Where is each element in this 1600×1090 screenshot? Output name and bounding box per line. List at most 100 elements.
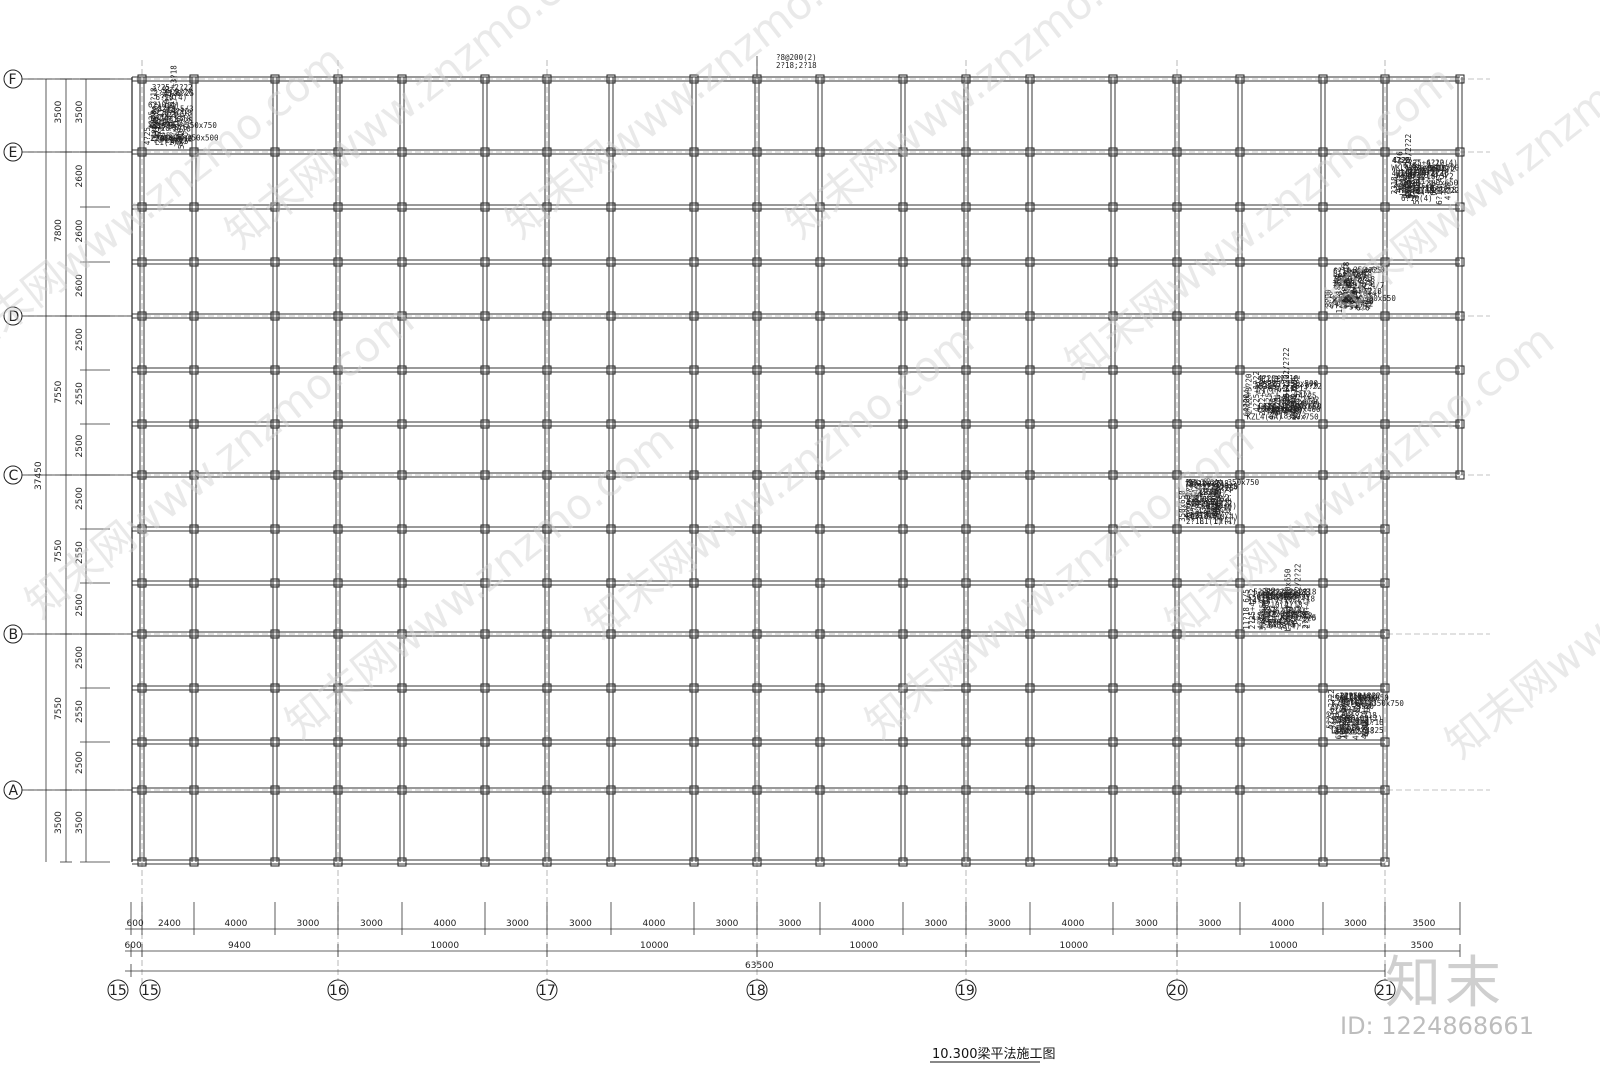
beam-label: 2?20+4?18 (1303, 587, 1312, 628)
beam-label: 6?6 (1211, 495, 1225, 504)
row-axis-label: C (9, 468, 19, 484)
beam-label: 6?18 (1355, 699, 1374, 708)
column-box (137, 737, 147, 747)
column-box (189, 857, 199, 867)
column-box (898, 578, 908, 588)
column-box (189, 578, 199, 588)
left-dim-outer: 7550 (54, 539, 64, 562)
column-box (333, 683, 343, 693)
bottom-dim-2: 9400 (228, 941, 251, 951)
bottom-dim-1: 3000 (1135, 919, 1158, 929)
column-box (689, 470, 699, 480)
beam-label: 5?18 (1429, 164, 1448, 173)
column-box (898, 737, 908, 747)
beam-label: 350x650 (1286, 397, 1318, 406)
column-box (752, 147, 762, 157)
col-axis-bubble (1374, 979, 1396, 1001)
beam-label: 11?20 4/7 (1344, 281, 1385, 290)
bottom-dim-1: 3000 (1344, 919, 1367, 929)
column-box (898, 470, 908, 480)
column-box (333, 857, 343, 867)
bottom-dim-1: 2400 (158, 919, 181, 929)
beam-label: 6?20+1?18 (151, 115, 192, 124)
beam-label: 2?22+3?20 (1244, 373, 1253, 414)
column-box (189, 365, 199, 375)
column-box (1172, 257, 1182, 267)
bottom-dim-1: 3000 (988, 919, 1011, 929)
column-box (1025, 419, 1035, 429)
beam-label: L1(1) (1214, 517, 1237, 526)
beam-label: N6?12 (1346, 284, 1355, 307)
top-note: ?8@200(2)2?18;2?18 (756, 53, 817, 79)
column-box (137, 74, 147, 84)
beam-label: 6?10(4) (1435, 173, 1444, 205)
column-box (137, 683, 147, 693)
beam-label: 10?22 5/5 (1268, 587, 1277, 628)
beam-label: 6?6 (1269, 397, 1278, 411)
column-box (1455, 470, 1465, 480)
beam-label: L1(1) (165, 101, 174, 124)
column-box (397, 365, 407, 375)
beam-label: 6?6 (1347, 723, 1361, 732)
column-box (333, 419, 343, 429)
column-box (480, 311, 490, 321)
column-box (961, 629, 971, 639)
beam-label: 6?10(4) (1242, 385, 1251, 417)
beam-label: 2?25+4?22 (1393, 180, 1434, 189)
bottom-dim-1: 4000 (225, 919, 248, 929)
beam-label: 6?10(4) (1262, 600, 1294, 609)
beam-label: 2?22+2?20 (1258, 375, 1267, 416)
column-box (137, 470, 147, 480)
column-box (397, 857, 407, 867)
beam-label: 7?20 (1332, 281, 1351, 290)
column-box (480, 857, 490, 867)
column-box (1025, 365, 1035, 375)
column-box (752, 578, 762, 588)
bottom-dim-1: 3000 (360, 919, 383, 929)
beam-label: 5?22/2?22+2?18 (1253, 587, 1317, 596)
bottom-dim-1: 600 (127, 919, 144, 929)
beam-label: 6?10(4) (157, 109, 166, 141)
beam-label: 4?25 (1298, 392, 1316, 401)
beam-label: 4?12 (171, 107, 189, 116)
beam-label: ?8@100(2) (1333, 716, 1374, 725)
beam-label: ?8@100(2) (1333, 274, 1374, 283)
beam-label: 6?6 (1353, 286, 1367, 295)
beam-label: 4?25 (1330, 300, 1348, 309)
column-box (1455, 419, 1465, 429)
column-box (1235, 524, 1245, 534)
beam-label: L1(1) (1364, 282, 1373, 305)
column-box (1318, 737, 1328, 747)
bottom-dim-2: 10000 (1269, 941, 1298, 951)
column-box (689, 419, 699, 429)
beam-label: 6?10(4) (1268, 621, 1300, 630)
column-box (1172, 311, 1182, 321)
row-axis-label: F (9, 72, 17, 88)
beam-label: 3?20+2?18 (1274, 374, 1283, 415)
left-dim-inner: 2550 (75, 382, 85, 405)
beam-label: 4?25+2?22 (164, 89, 173, 130)
column-box (397, 683, 407, 693)
beam-label: 3?20 (152, 124, 171, 133)
beam-label: 2?20 (1298, 614, 1317, 623)
beam-label: 4?25 (147, 111, 156, 129)
column-box (1455, 74, 1465, 84)
column-box (961, 419, 971, 429)
beam-label: L1(1) (1257, 386, 1280, 395)
column-box (961, 147, 971, 157)
beam-label: 4?20+1?18 (1364, 268, 1373, 309)
column-box (1318, 74, 1328, 84)
beam-label: 2?18 (1284, 600, 1303, 609)
column-box (815, 311, 825, 321)
beam-label: 3?20 (1324, 289, 1333, 308)
column-box (1108, 578, 1118, 588)
beam-label: 8?10(4) (1210, 485, 1219, 517)
beam-label: 4?16 (1360, 710, 1369, 729)
column-box (397, 74, 407, 84)
column-box (815, 74, 825, 84)
beam-label: 4?18 (1444, 182, 1453, 201)
beam-label: 4?12 (1430, 185, 1448, 194)
column-box (1318, 524, 1328, 534)
column-box (189, 419, 199, 429)
beam-label: L1(1) (1335, 710, 1344, 733)
